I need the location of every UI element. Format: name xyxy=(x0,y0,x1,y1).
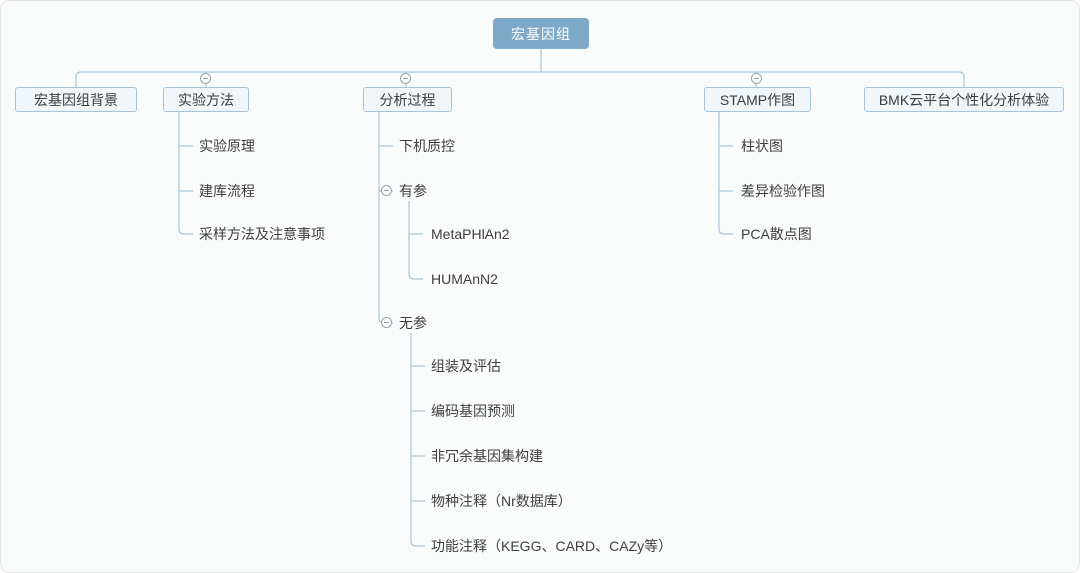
topic-analysis-process[interactable]: 分析过程 xyxy=(363,87,452,112)
subtopic-gene-prediction[interactable]: 编码基因预测 xyxy=(431,403,515,419)
subtopic-experiment-principle[interactable]: 实验原理 xyxy=(199,138,255,154)
connector-bus-drops xyxy=(205,72,757,87)
subtopic-library-construction[interactable]: 建库流程 xyxy=(199,183,255,199)
connector-reference-free xyxy=(410,333,425,547)
subtopic-function-annotation[interactable]: 功能注释（KEGG、CARD、CAZy等） xyxy=(431,538,673,554)
collapse-icon-experiment-method[interactable] xyxy=(200,73,211,84)
topic-stamp-plotting[interactable]: STAMP作图 xyxy=(704,87,811,112)
subtopic-nonredundant-geneset[interactable]: 非冗余基因集构建 xyxy=(431,448,543,464)
collapse-icon-analysis-process[interactable] xyxy=(400,73,411,84)
topic-metagenome-background[interactable]: 宏基因组背景 xyxy=(15,87,137,112)
connector-experiment-method xyxy=(178,112,193,235)
subtopic-difference-test-plot[interactable]: 差异检验作图 xyxy=(741,183,825,199)
topic-bmk-cloud[interactable]: BMK云平台个性化分析体验 xyxy=(864,87,1064,112)
subtopic-humann2[interactable]: HUMAnN2 xyxy=(431,271,498,287)
connector-stamp-plotting xyxy=(718,112,733,235)
subtopic-reference-based[interactable]: 有参 xyxy=(399,183,427,199)
subtopic-metaphlan2[interactable]: MetaPHlAn2 xyxy=(431,226,510,242)
subtopic-assembly-evaluation[interactable]: 组装及评估 xyxy=(431,358,501,374)
connector-analysis-process xyxy=(378,112,393,324)
collapse-icon-reference-free[interactable] xyxy=(381,317,392,328)
collapse-icon-reference-based[interactable] xyxy=(381,185,392,196)
connector-reference-based xyxy=(408,201,423,280)
subtopic-offline-qc[interactable]: 下机质控 xyxy=(399,138,455,154)
subtopic-taxonomy-annotation[interactable]: 物种注释（Nr数据库） xyxy=(431,493,572,509)
subtopic-bar-chart[interactable]: 柱状图 xyxy=(741,138,783,154)
subtopic-reference-free[interactable]: 无参 xyxy=(399,315,427,331)
subtopic-pca-scatter[interactable]: PCA散点图 xyxy=(741,226,812,242)
subtopic-sampling-method[interactable]: 采样方法及注意事项 xyxy=(199,226,325,242)
collapse-icon-stamp-plotting[interactable] xyxy=(751,73,762,84)
topic-experiment-method[interactable]: 实验方法 xyxy=(163,87,249,112)
topic-metagenome-root[interactable]: 宏基因组 xyxy=(493,18,589,49)
